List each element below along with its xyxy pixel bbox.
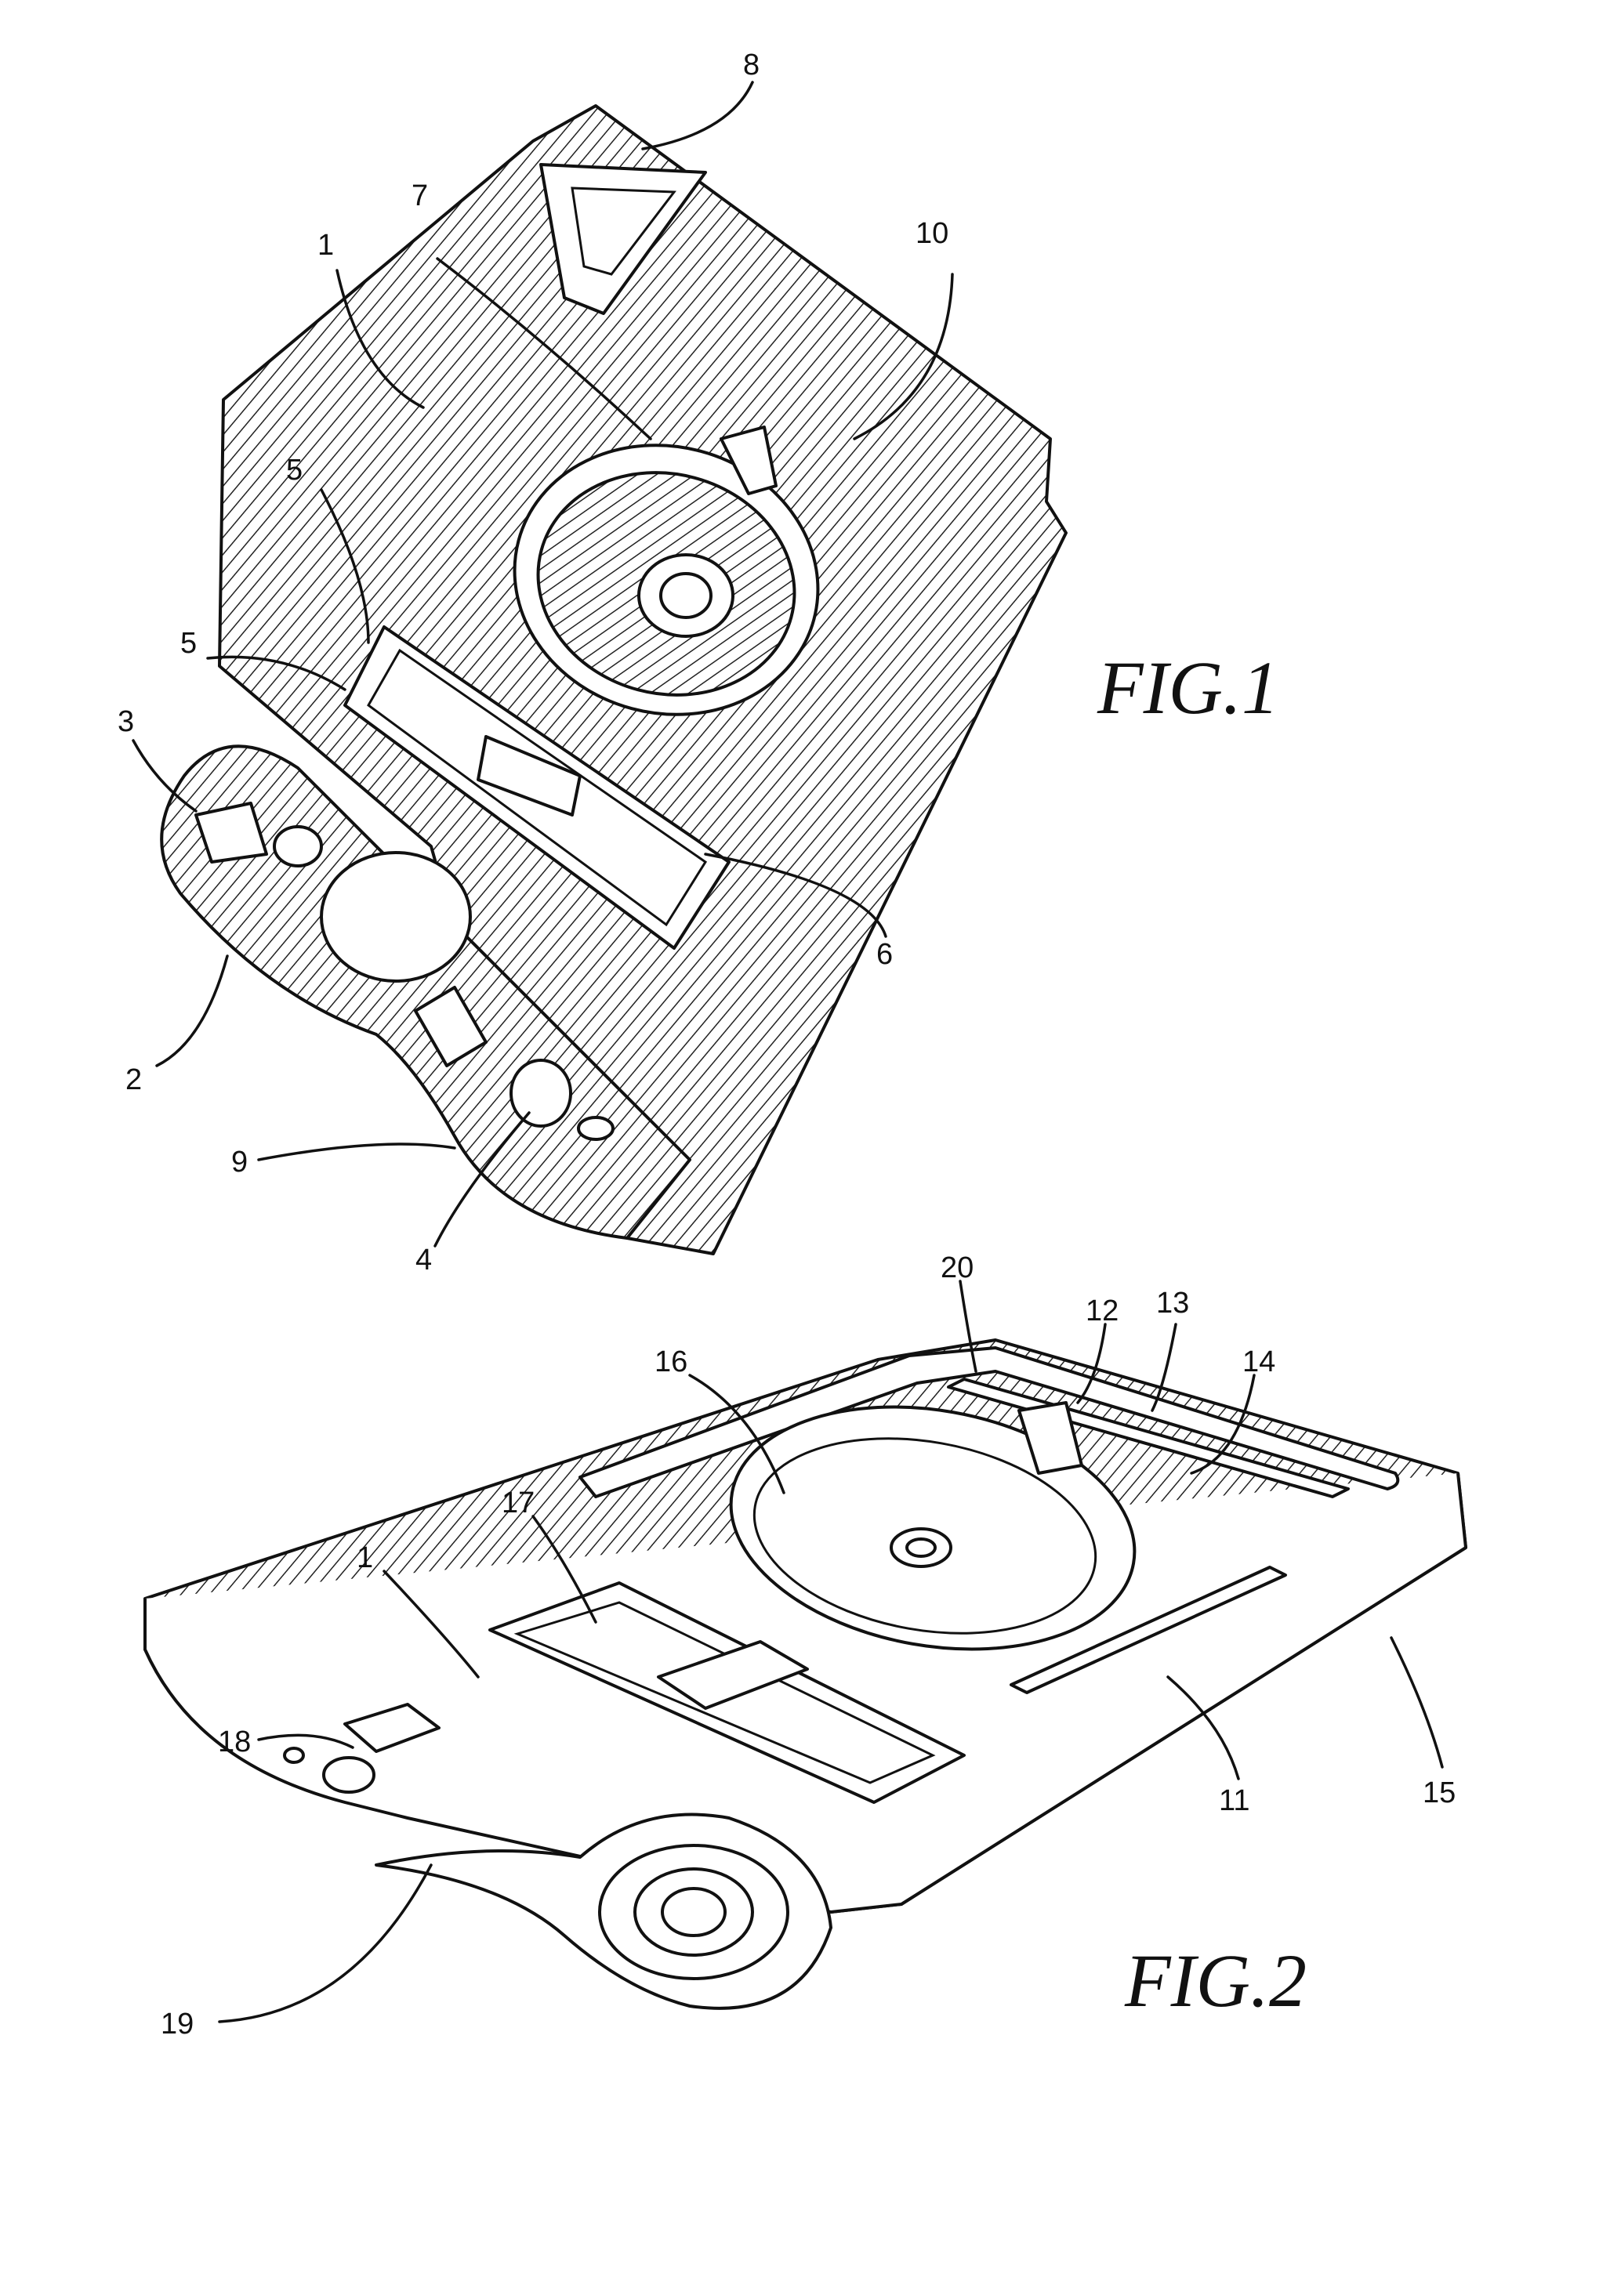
fig1-ref-4: 4 [415, 1244, 432, 1277]
fig2-ref-1: 1 [357, 1541, 373, 1574]
fig2-ref-17: 18 [218, 1726, 251, 1758]
fig1-ref-10: 10 [916, 217, 948, 250]
fig1-ref-1: 1 [317, 229, 334, 262]
fig2-ref-20: 20 [941, 1251, 974, 1284]
fig1-ref-5a: 5 [286, 454, 303, 487]
fig2-caption: FIG.2 [1124, 1939, 1307, 2023]
figure-1: 8 7 10 1 5 5 3 6 2 9 4 FIG.1 [118, 49, 1279, 1277]
fig2-ref-14: 14 [1242, 1345, 1275, 1378]
fig1-ref-9: 9 [231, 1146, 248, 1179]
fig2-ref-13: 13 [1156, 1287, 1189, 1320]
fig1-ref-6: 6 [876, 938, 893, 971]
fig2-ref-12: 12 [1086, 1295, 1119, 1327]
fig1-ref-2: 2 [125, 1063, 142, 1096]
fig2-ref-19: 15 [1423, 1776, 1456, 1809]
fig2-ref-11: 11 [1219, 1784, 1249, 1817]
fig2-ref-18: 19 [161, 2008, 194, 2041]
fig1-ref-7: 7 [412, 179, 428, 212]
fig1-ref-5b: 5 [180, 627, 197, 660]
fig1-caption: FIG.1 [1097, 646, 1279, 730]
fig1-ref-8: 8 [743, 49, 760, 81]
fig2-ref-15: 16 [655, 1345, 687, 1378]
fig1-port-4 [511, 1060, 571, 1126]
figure-2: 20 12 13 14 16 17 1 18 19 11 15 FIG.2 [145, 1251, 1466, 2041]
fig1-ref-3: 3 [118, 705, 134, 738]
fig1-port-2 [321, 853, 470, 981]
fig2-ref-16: 17 [502, 1487, 535, 1519]
